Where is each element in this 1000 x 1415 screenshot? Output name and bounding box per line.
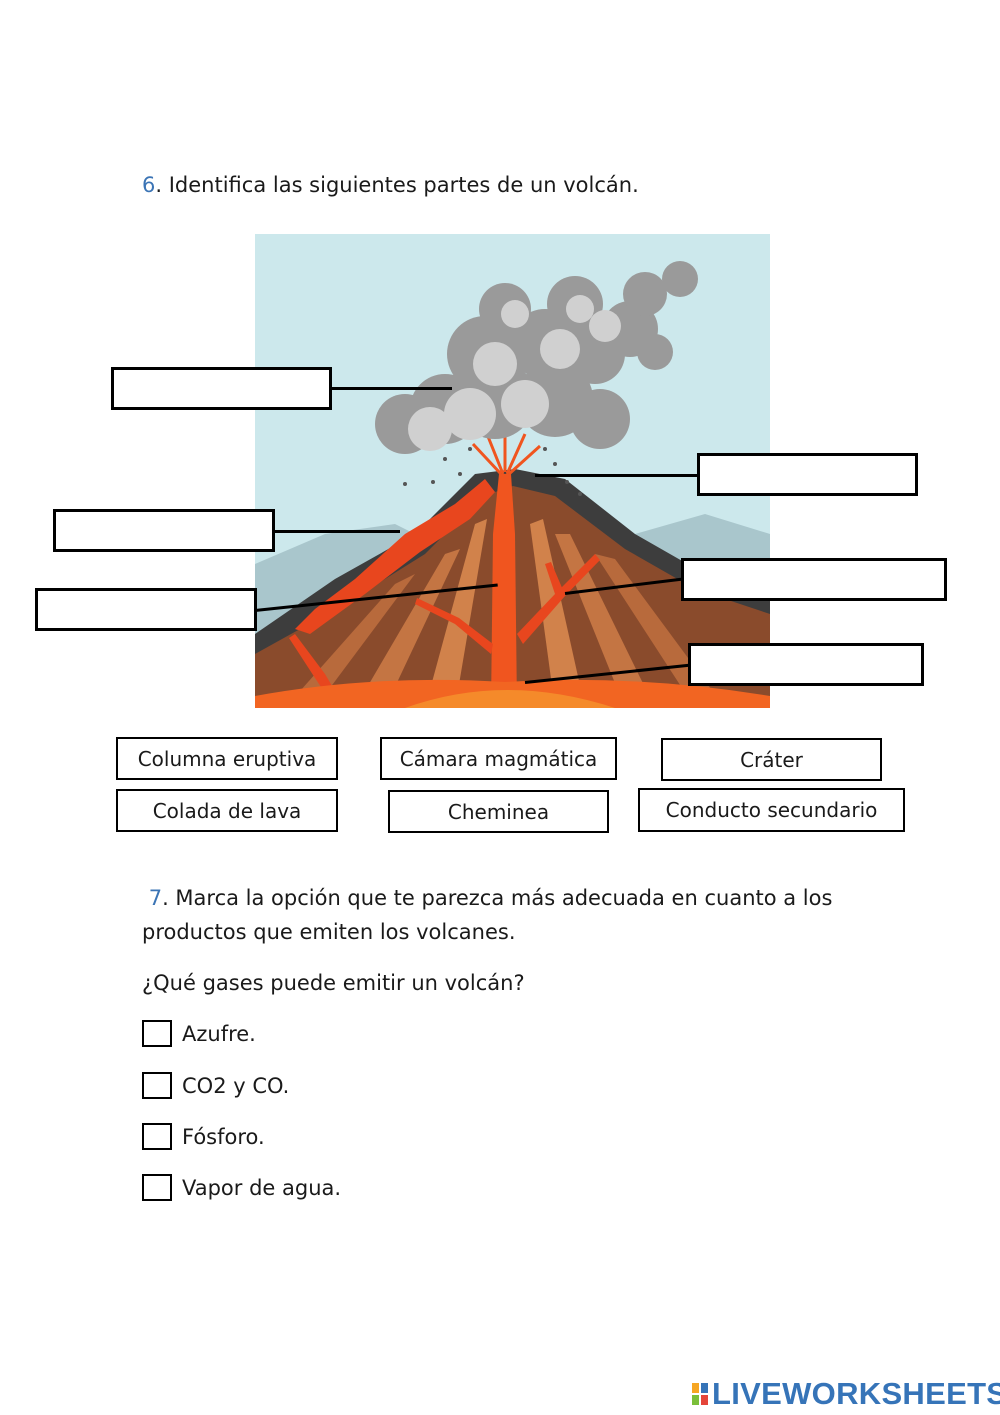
checkbox-azufre[interactable]: [142, 1020, 172, 1047]
question-6-number: 6: [142, 173, 156, 197]
word-conducto-secundario[interactable]: Conducto secundario: [638, 788, 905, 832]
leader-line-1: [330, 387, 452, 390]
option-co2-co[interactable]: CO2 y CO.: [142, 1072, 289, 1099]
option-fosforo[interactable]: Fósforo.: [142, 1123, 265, 1150]
checkbox-co2-co[interactable]: [142, 1072, 172, 1099]
answer-box-5[interactable]: [681, 558, 947, 601]
option-label: Fósforo.: [182, 1124, 265, 1149]
question-6-text: 6. Identifica las siguientes partes de u…: [142, 168, 639, 202]
question-6-label: . Identifica las siguientes partes de un…: [155, 173, 639, 197]
word-camara-magmatica[interactable]: Cámara magmática: [380, 737, 617, 780]
question-7-line2: productos que emiten los volcanes.: [142, 920, 516, 944]
word-cheminea[interactable]: Cheminea: [388, 790, 609, 833]
leader-line-4: [535, 474, 698, 477]
question-7-text: 7. Marca la opción que te parezca más ad…: [142, 881, 832, 949]
answer-box-2[interactable]: [53, 509, 275, 552]
option-label: Vapor de agua.: [182, 1175, 342, 1200]
option-label: CO2 y CO.: [182, 1073, 290, 1098]
question-7-number: 7: [148, 886, 163, 910]
word-colada-de-lava[interactable]: Colada de lava: [116, 789, 338, 832]
word-crater[interactable]: Cráter: [661, 738, 882, 781]
question-7-line1: . Marca la opción que te parezca más ade…: [162, 886, 833, 910]
logo-blocks-icon: [692, 1383, 708, 1405]
answer-box-1[interactable]: [111, 367, 332, 410]
brand-name: LIVEWORKSHEETS: [712, 1376, 1000, 1411]
checkbox-fosforo[interactable]: [142, 1123, 172, 1150]
volcano-illustration: [255, 234, 770, 708]
answer-box-6[interactable]: [688, 643, 924, 686]
option-label: Azufre.: [182, 1021, 256, 1046]
option-azufre[interactable]: Azufre.: [142, 1020, 256, 1047]
option-vapor-de-agua[interactable]: Vapor de agua.: [142, 1174, 341, 1201]
leader-line-2: [273, 530, 400, 533]
liveworksheets-logo: LIVEWORKSHEETS: [692, 1376, 1000, 1412]
checkbox-vapor-de-agua[interactable]: [142, 1174, 172, 1201]
sub-question: ¿Qué gases puede emitir un volcán?: [142, 971, 525, 995]
answer-box-4[interactable]: [697, 453, 918, 496]
word-columna-eruptiva[interactable]: Columna eruptiva: [116, 737, 338, 780]
answer-box-3[interactable]: [35, 588, 257, 631]
